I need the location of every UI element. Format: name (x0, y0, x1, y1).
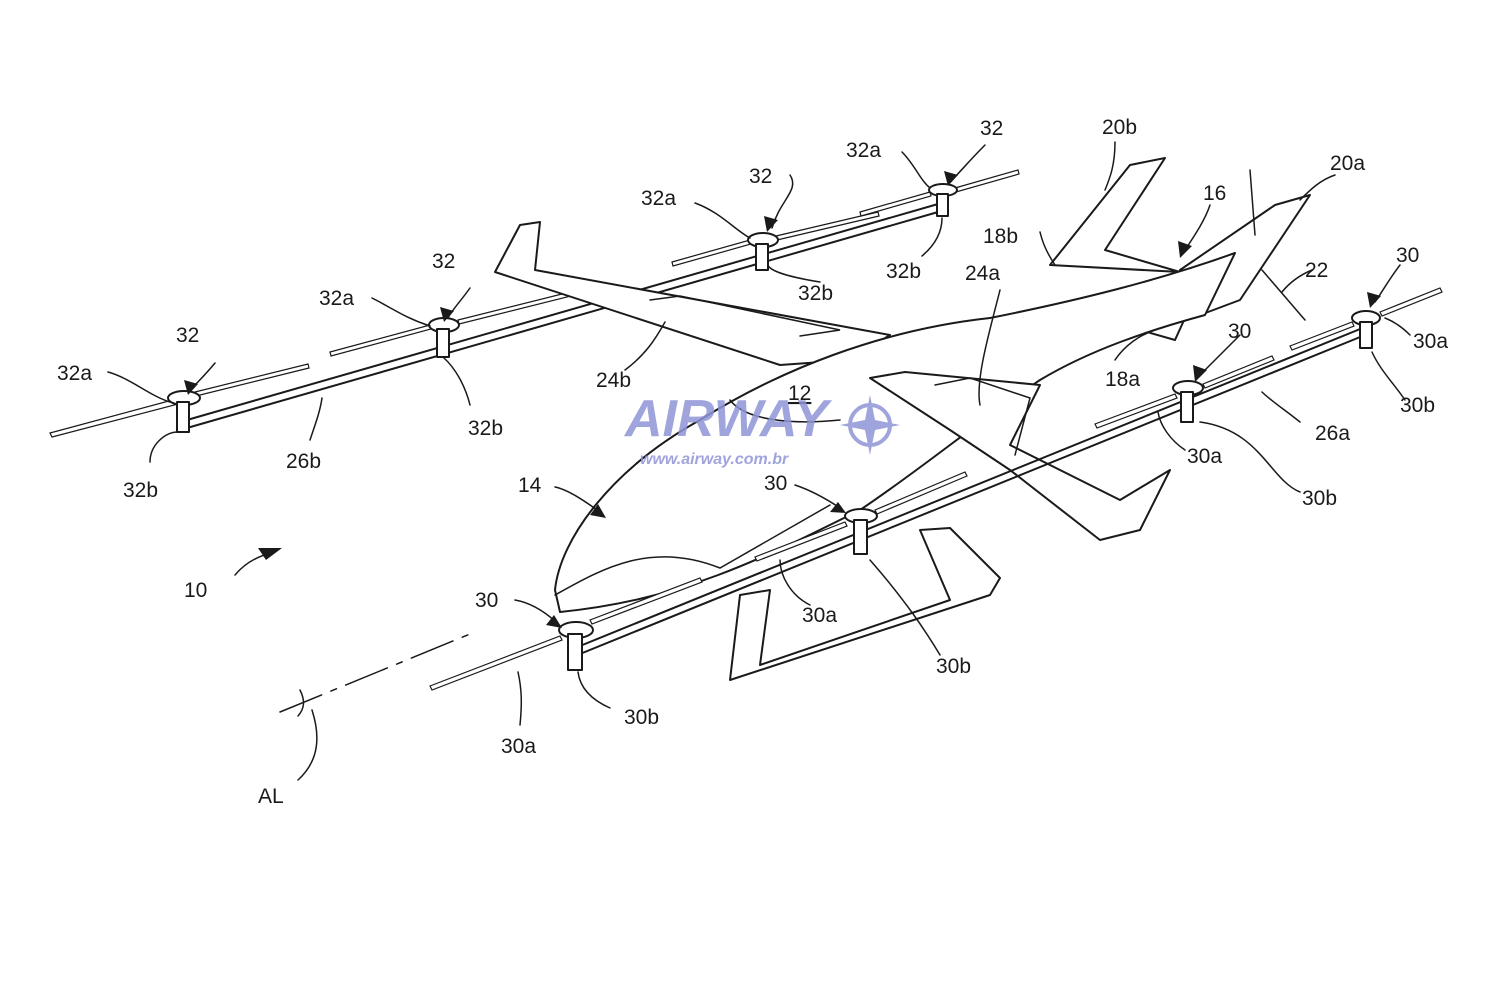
label-20b: 20b (1102, 116, 1137, 139)
label-32a-2: 32a (319, 287, 354, 310)
label-30a-1: 30a (501, 735, 536, 758)
watermark-brand: AIRWAY (623, 390, 833, 448)
label-32a-1: 32a (57, 362, 92, 385)
label-26a: 26a (1315, 422, 1350, 445)
label-30-4: 30 (1396, 244, 1419, 267)
axis-line (279, 633, 471, 717)
wing-24a (869, 371, 1171, 541)
landing-skid (729, 527, 1001, 681)
label-32b-2: 32b (468, 417, 503, 440)
leader-lines (107, 141, 1411, 781)
back-boom-26b (179, 201, 946, 431)
label-30a-2: 30a (802, 604, 837, 627)
rotor-30-3 (1094, 355, 1275, 429)
label-32b-4: 32b (886, 260, 921, 283)
label-18b: 18b (983, 225, 1018, 248)
rotor-32-2 (329, 289, 580, 358)
label-32-2: 32 (432, 250, 455, 273)
label-30a-4: 30a (1413, 330, 1448, 353)
label-30b-1: 30b (624, 706, 659, 729)
label-16: 16 (1203, 182, 1226, 205)
label-30b-2: 30b (936, 655, 971, 678)
label-AL: AL (258, 785, 284, 808)
label-32b-3: 32b (798, 282, 833, 305)
label-32b-1: 32b (123, 479, 158, 502)
label-14: 14 (518, 474, 542, 497)
label-30-3: 30 (1228, 320, 1251, 343)
label-32-3: 32 (749, 165, 772, 188)
rotor-30-4 (1289, 287, 1443, 351)
label-24b: 24b (596, 369, 631, 392)
label-32-4: 32 (980, 117, 1003, 140)
label-10: 10 (184, 579, 207, 602)
fuselage-12 (554, 252, 1236, 613)
rotor-32-1 (49, 363, 310, 438)
rotor-30-2 (754, 471, 968, 562)
watermark-url: www.airway.com.br (640, 451, 789, 468)
label-32a-4: 32a (846, 139, 881, 162)
label-20a: 20a (1330, 152, 1365, 175)
front-boom-26a (574, 324, 1371, 657)
label-30a-3: 30a (1187, 445, 1222, 468)
label-32a-3: 32a (641, 187, 676, 210)
reference-labels: 10 12 14 16 18a 18b 20a 20b 22 24a 24b 2… (57, 116, 1448, 808)
label-18a: 18a (1105, 368, 1140, 391)
label-24a: 24a (965, 262, 1000, 285)
compass-icon (840, 395, 900, 455)
label-30b-4: 30b (1400, 394, 1435, 417)
watermark: AIRWAY www.airway.com.br (623, 390, 900, 468)
rotor-32-4 (859, 169, 1020, 217)
label-30-2: 30 (764, 472, 787, 495)
arrow-10 (234, 548, 282, 576)
label-30-1: 30 (475, 589, 498, 612)
label-26b: 26b (286, 450, 321, 473)
wing-24b (494, 221, 891, 366)
label-22: 22 (1305, 259, 1328, 282)
label-32-1: 32 (176, 324, 199, 347)
rotor-30-1 (429, 577, 703, 691)
label-12: 12 (788, 382, 811, 405)
label-30b-3: 30b (1302, 487, 1337, 510)
rotor-32-3 (671, 211, 880, 271)
